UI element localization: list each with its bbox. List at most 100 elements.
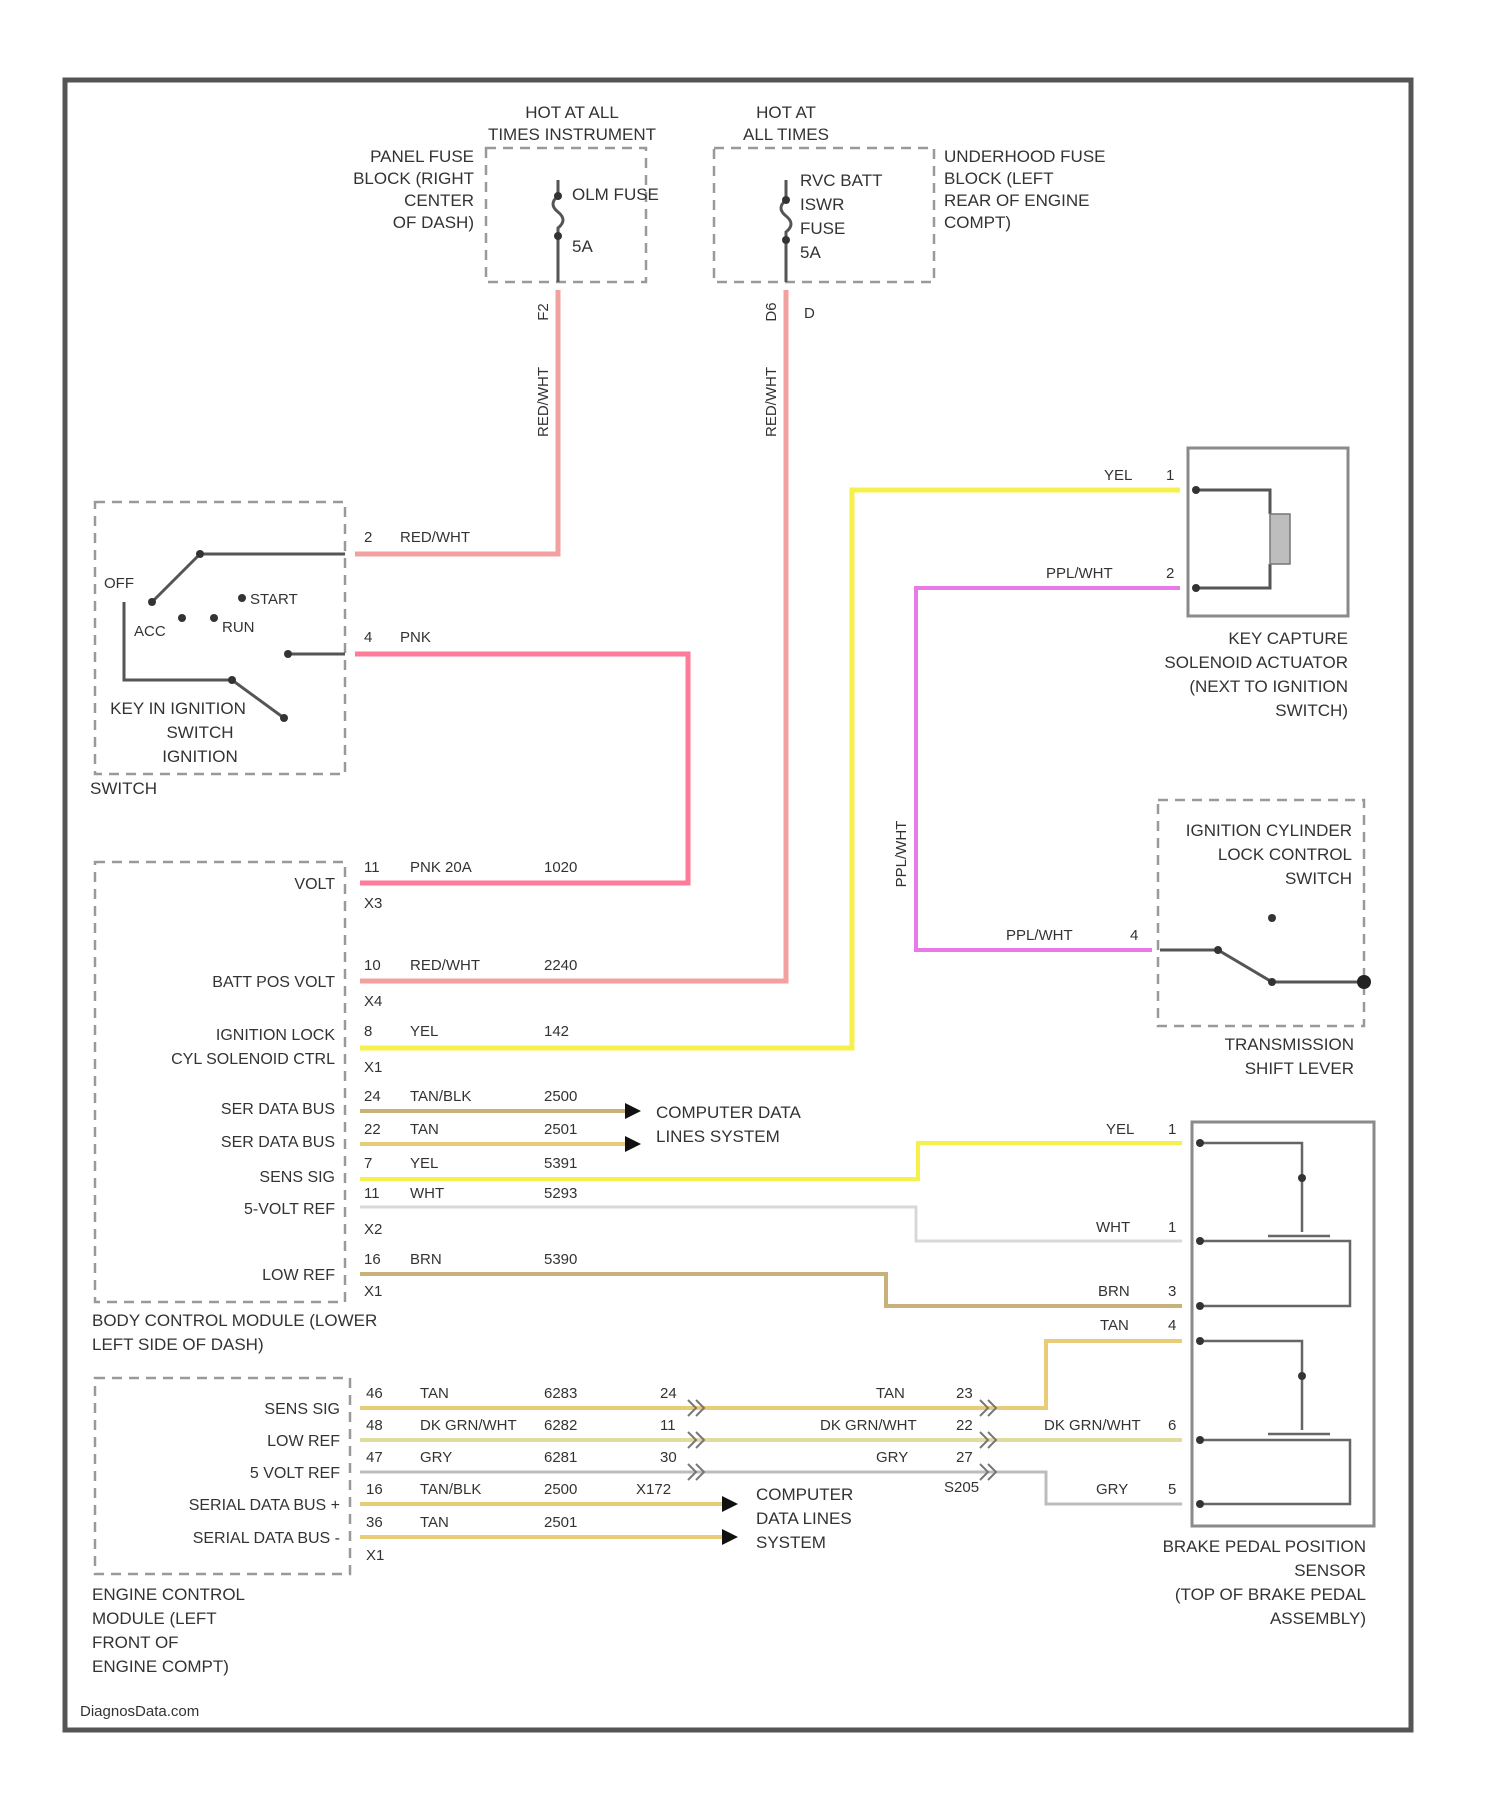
- key-capture-title-4: SWITCH): [1275, 701, 1348, 720]
- bcm-row-batt-pin: 10: [364, 957, 381, 974]
- brake-sensor-title-2: SENSOR: [1294, 1561, 1366, 1580]
- fuse-right-line-4: 5A: [800, 243, 821, 262]
- key-capture-title-3: (NEXT TO IGNITION: [1189, 677, 1348, 696]
- bcm-data-lines-1: COMPUTER DATA: [656, 1103, 801, 1122]
- bcm-row-lock-name-2: CYL SOLENOID CTRL: [171, 1051, 335, 1068]
- bcm-row-batt-wire: RED/WHT: [410, 957, 480, 974]
- key-capture-pin1-dot: [1192, 486, 1200, 494]
- brake-pin-dot-1: [1196, 1139, 1204, 1147]
- ecm-data-lines-2: DATA LINES: [756, 1509, 852, 1528]
- fuse-block-left: [486, 148, 646, 282]
- ecm-row-sens-circuit: 6283: [544, 1385, 577, 1402]
- lock-switch-title-2: LOCK CONTROL: [1218, 845, 1352, 864]
- switch-pin-top: 2: [364, 529, 372, 546]
- bcm-rows: VOLT 11 PNK 20A 1020 X3 BATT POS VOLT 10…: [171, 859, 577, 1300]
- brake-pin2-num: 1: [1168, 1219, 1176, 1236]
- lock-switch-lever-1: TRANSMISSION: [1225, 1035, 1354, 1054]
- brake-pin6-wire: GRY: [1096, 1481, 1128, 1498]
- wire-brown-low-ref: [360, 1274, 1182, 1306]
- fuse-left-location-2: BLOCK (RIGHT: [353, 169, 474, 188]
- switch-contact-run: [210, 614, 218, 622]
- fuse-block-right: [714, 148, 934, 282]
- fuse-left-location-3: CENTER: [404, 191, 474, 210]
- bcm-row-ser2-wire: TAN: [410, 1121, 439, 1138]
- key-capture-title-2: SOLENOID ACTUATOR: [1164, 653, 1348, 672]
- bcm-row-ser2-name: SER DATA BUS: [221, 1134, 335, 1151]
- ecm-row-5v-wire2: GRY: [876, 1449, 908, 1466]
- fuse-right-location-4: COMPT): [944, 213, 1011, 232]
- bcm-row-lock-conn: X1: [364, 1059, 382, 1076]
- switch-contact-mid: [284, 650, 292, 658]
- brake-sensor-internals: [1200, 1143, 1350, 1504]
- arrow-data-4: [722, 1529, 738, 1545]
- switch-contact-key-end: [280, 714, 288, 722]
- ecm-data-lines-1: COMPUTER: [756, 1485, 853, 1504]
- ecm-row-low-inline2: 22: [956, 1417, 973, 1434]
- lock-switch-dot-3: [1268, 978, 1276, 986]
- bcm-row-lock-name: IGNITION LOCK: [216, 1027, 335, 1044]
- ecm-title-4: ENGINE COMPT): [92, 1657, 229, 1676]
- brake-sensor-pins: [1196, 1139, 1204, 1508]
- bcm-row-ser1-name: SER DATA BUS: [221, 1101, 335, 1118]
- fuse-left-header-2: TIMES INSTRUMENT: [488, 125, 656, 144]
- fuse-right-line-2: ISWR: [800, 195, 844, 214]
- switch-contact-start: [238, 594, 246, 602]
- ecm-row-5v-inline2: 27: [956, 1449, 973, 1466]
- switch-pin-bottom: 4: [364, 629, 372, 646]
- bcm-row-sens-wire: YEL: [410, 1155, 438, 1172]
- bcm-row-low-name: LOW REF: [262, 1267, 335, 1284]
- bcm-row-volt-conn: X3: [364, 895, 382, 912]
- lock-switch-contacts: [1160, 950, 1364, 982]
- brake-pin6-num: 5: [1168, 1481, 1176, 1498]
- ecm-row-5v-pin: 47: [366, 1449, 383, 1466]
- brake-pin3-num: 3: [1168, 1283, 1176, 1300]
- fuse-right-pin-left: D6: [763, 302, 780, 321]
- bcm-row-lock-circuit: 142: [544, 1023, 569, 1040]
- ecm-row-sens-wire: TAN: [420, 1385, 449, 1402]
- bcm-row-batt-circuit: 2240: [544, 957, 577, 974]
- bcm-row-5v-name: 5-VOLT REF: [244, 1201, 335, 1218]
- fuse-left-pin: F2: [535, 303, 552, 321]
- ecm-row-ser1-wire: TAN/BLK: [420, 1481, 481, 1498]
- fuse-left-location-4: OF DASH): [393, 213, 474, 232]
- bcm-row-lock-pin: 8: [364, 1023, 372, 1040]
- ecm-row-low-circuit: 6282: [544, 1417, 577, 1434]
- diagram-frame: [65, 80, 1411, 1730]
- arrow-data-3: [722, 1496, 738, 1512]
- arrow-data-2: [625, 1136, 641, 1152]
- switch-title-1: KEY IN IGNITION: [110, 699, 246, 718]
- arrow-data-1: [625, 1103, 641, 1119]
- key-capture-coil: [1196, 490, 1270, 588]
- ecm-row-5v-inline1: 30: [660, 1449, 677, 1466]
- lock-switch-title-3: SWITCH: [1285, 869, 1352, 888]
- bcm-row-ser1-pin: 24: [364, 1088, 381, 1105]
- ecm-row-low-pin: 48: [366, 1417, 383, 1434]
- bcm-row-sens-name: SENS SIG: [259, 1169, 335, 1186]
- wire-label-purple-vertical: PPL/WHT: [893, 821, 910, 888]
- ecm-row-5v-name: 5 VOLT REF: [250, 1465, 340, 1482]
- bcm-row-ser2-circuit: 2501: [544, 1121, 577, 1138]
- ecm-row-ser2-pin: 36: [366, 1514, 383, 1531]
- brake-sensor-title-3: (TOP OF BRAKE PEDAL: [1175, 1585, 1366, 1604]
- brake-pin1-wire: YEL: [1106, 1121, 1134, 1138]
- lock-switch-dot-2: [1268, 914, 1276, 922]
- fuse-right-element: [781, 180, 791, 282]
- footer-watermark: DiagnosData.com: [80, 1703, 199, 1720]
- ecm-splice: S205: [944, 1479, 979, 1496]
- ecm-row-ser1-circuit: 2500: [544, 1481, 577, 1498]
- key-capture-title-1: KEY CAPTURE: [1228, 629, 1348, 648]
- brake-pin-dot-4: [1196, 1337, 1204, 1345]
- fuse-right-location-2: BLOCK (LEFT: [944, 169, 1054, 188]
- ecm-row-5v-circuit: 6281: [544, 1449, 577, 1466]
- switch-title-sub: SWITCH: [90, 779, 157, 798]
- brake-pin4-wire: TAN: [1100, 1317, 1129, 1334]
- bcm-row-5v-wire: WHT: [410, 1185, 444, 1202]
- fuse-left-dot-top: [554, 192, 562, 200]
- switch-pos-run: RUN: [222, 619, 255, 636]
- bcm-row-low-wire: BRN: [410, 1251, 442, 1268]
- ecm-row-low-wire2: DK GRN/WHT: [820, 1417, 917, 1434]
- key-capture-pin2: 2: [1166, 565, 1174, 582]
- brake-pin1-num: 1: [1168, 1121, 1176, 1138]
- wire-red-white-left-fuse: [355, 290, 558, 554]
- ecm-title-1: ENGINE CONTROL: [92, 1585, 245, 1604]
